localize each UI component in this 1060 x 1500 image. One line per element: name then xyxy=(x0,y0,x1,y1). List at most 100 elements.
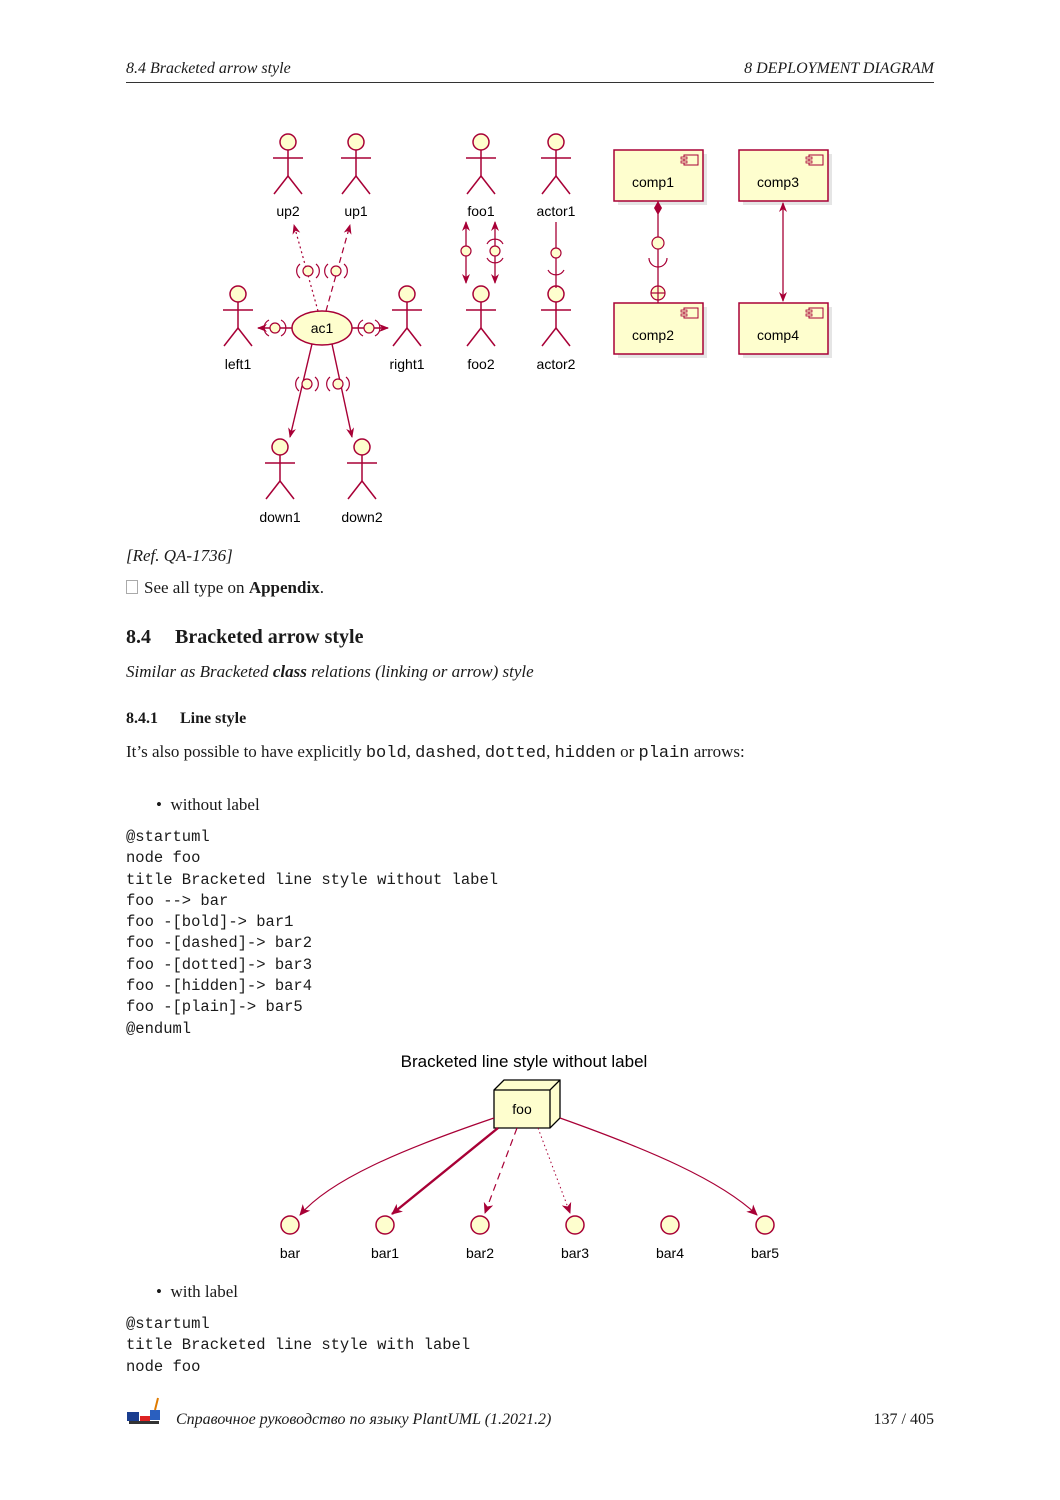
component-label-comp1: comp1 xyxy=(632,174,674,190)
para-code-bold: bold xyxy=(365,744,407,763)
component-comp3: comp3 xyxy=(738,149,832,205)
para-code-dashed: dashed xyxy=(415,744,477,763)
socket-ac1-down2 xyxy=(326,376,350,392)
actor-down1: down1 xyxy=(259,438,301,525)
header-right: 8 DEPLOYMENT DIAGRAM xyxy=(744,60,934,77)
actor-left1: left1 xyxy=(222,285,254,372)
para-text-2: , xyxy=(406,742,416,761)
interface-label-bar1: bar1 xyxy=(371,1245,399,1261)
edge-ac1-down1 xyxy=(288,343,313,438)
diagram-title: Bracketed line style without label xyxy=(401,1052,648,1071)
actor-label-up1: up1 xyxy=(344,203,368,219)
usecase-ac1: ac1 xyxy=(291,310,353,346)
socket-ac1-right1 xyxy=(357,319,381,337)
actor-up1: up1 xyxy=(340,133,372,219)
code-block-with-label: @startuml title Bracketed line style wit… xyxy=(126,1315,471,1376)
section-number: 8.4 xyxy=(126,626,151,648)
bullet-dot-icon: • xyxy=(156,795,171,814)
interface-label-bar3: bar3 xyxy=(561,1245,589,1261)
component-label-comp3: comp3 xyxy=(757,174,799,190)
section-intro: Similar as Bracketed class relations (li… xyxy=(126,662,534,682)
actor-label-actor2: actor2 xyxy=(537,356,576,372)
actor-down2: down2 xyxy=(341,438,383,525)
actor-actor2: actor2 xyxy=(537,285,576,372)
actor-actor1: actor1 xyxy=(537,133,576,219)
socket-ac1-left1 xyxy=(263,319,287,337)
bullet-with-label-text: with label xyxy=(170,1282,238,1301)
header-left: 8.4 Bracketed arrow style xyxy=(126,60,291,77)
edge-ac1-down2 xyxy=(331,343,355,438)
actor-label-foo1: foo1 xyxy=(467,203,494,219)
node-foo: foo xyxy=(493,1079,561,1129)
socket-foo-b xyxy=(486,238,504,264)
edge-foo-bar3 xyxy=(537,1127,572,1214)
interface-label-bar4: bar4 xyxy=(656,1245,684,1261)
see-all-suffix: . xyxy=(319,578,324,597)
interface-bar: bar xyxy=(280,1215,301,1261)
component-label-comp2: comp2 xyxy=(632,327,674,343)
subsection-number: 8.4.1 xyxy=(126,710,158,727)
socket-comp xyxy=(648,257,668,268)
interface-bar4: bar4 xyxy=(656,1215,684,1261)
page-number: 137 / 405 xyxy=(873,1411,934,1428)
see-all-line: See all type on Appendix. xyxy=(126,578,324,598)
socket-ac1-down1 xyxy=(295,376,319,392)
para-text-4: , xyxy=(546,742,555,761)
composition-diamond xyxy=(654,201,662,215)
ref-note: [Ref. QA-1736] xyxy=(126,546,233,565)
socket-ac1-up2 xyxy=(296,263,320,279)
section-title: Bracketed arrow style xyxy=(175,626,364,648)
para-code-plain: plain xyxy=(638,744,690,763)
node-label-foo: foo xyxy=(512,1101,532,1117)
bracketed-arrows-diagram: up2 up1 foo1 actor1 left1 right1 foo2 ac… xyxy=(222,133,832,525)
edge-foo-bar xyxy=(299,1117,495,1216)
box-glyph-icon xyxy=(126,580,138,594)
socket-ac1-up1 xyxy=(324,263,348,279)
component-comp1: comp1 xyxy=(613,149,707,205)
edge-foo-bar2 xyxy=(483,1127,518,1214)
actor-up2: up2 xyxy=(272,133,304,219)
interface-label-bar5: bar5 xyxy=(751,1245,779,1261)
appendix-link[interactable]: Appendix xyxy=(248,578,320,597)
para-code-hidden: hidden xyxy=(554,744,616,763)
actor-label-down2: down2 xyxy=(341,509,382,525)
lollipop-actor xyxy=(550,247,562,259)
header-rule xyxy=(126,82,934,83)
actor-right1: right1 xyxy=(389,285,425,372)
socket-actor xyxy=(547,269,565,276)
lollipop-foo-a xyxy=(460,245,472,257)
actor-label-left1: left1 xyxy=(225,356,252,372)
para-text-3: , xyxy=(476,742,485,761)
intro-suffix: relations (linking or arrow) style xyxy=(306,662,534,681)
interface-label-bar2: bar2 xyxy=(466,1245,494,1261)
para-text-1: It’s also possible to have explicitly xyxy=(126,742,366,761)
bullet-without-label-text: without label xyxy=(170,795,260,814)
actor-label-up2: up2 xyxy=(276,203,300,219)
intro-prefix: Similar as Bracketed xyxy=(126,662,273,681)
interface-bar5: bar5 xyxy=(751,1215,779,1261)
para-text-5: or xyxy=(615,742,639,761)
code-block-without-label: @startuml node foo title Bracketed line … xyxy=(126,828,499,1038)
nested-circle xyxy=(650,285,666,301)
para-text-6: arrows: xyxy=(689,742,745,761)
edge-foo-bar1 xyxy=(391,1127,499,1215)
see-all-prefix: See all type on xyxy=(144,578,249,597)
actor-foo2: foo2 xyxy=(465,285,497,372)
interface-bar3: bar3 xyxy=(561,1215,589,1261)
actor-label-right1: right1 xyxy=(389,356,424,372)
actor-label-foo2: foo2 xyxy=(467,356,494,372)
actor-label-down1: down1 xyxy=(259,509,300,525)
bullet-with-label: • with label xyxy=(156,1282,238,1302)
component-comp2: comp2 xyxy=(613,302,707,358)
bullet-without-label: • without label xyxy=(156,795,260,815)
usecase-label-ac1: ac1 xyxy=(311,320,334,336)
line-style-diagram: Bracketed line style without label foo b… xyxy=(280,1052,779,1261)
interface-label-bar: bar xyxy=(280,1245,301,1261)
intro-bold: class xyxy=(272,662,307,681)
bullet-dot-icon: • xyxy=(156,1282,171,1301)
footer-title: Справочное руководство по языку PlantUML… xyxy=(176,1411,552,1428)
edge-foo-bar5 xyxy=(559,1117,758,1216)
interface-bar1: bar1 xyxy=(371,1215,399,1261)
para-code-dotted: dotted xyxy=(484,744,547,763)
subsection-title: Line style xyxy=(180,710,247,727)
